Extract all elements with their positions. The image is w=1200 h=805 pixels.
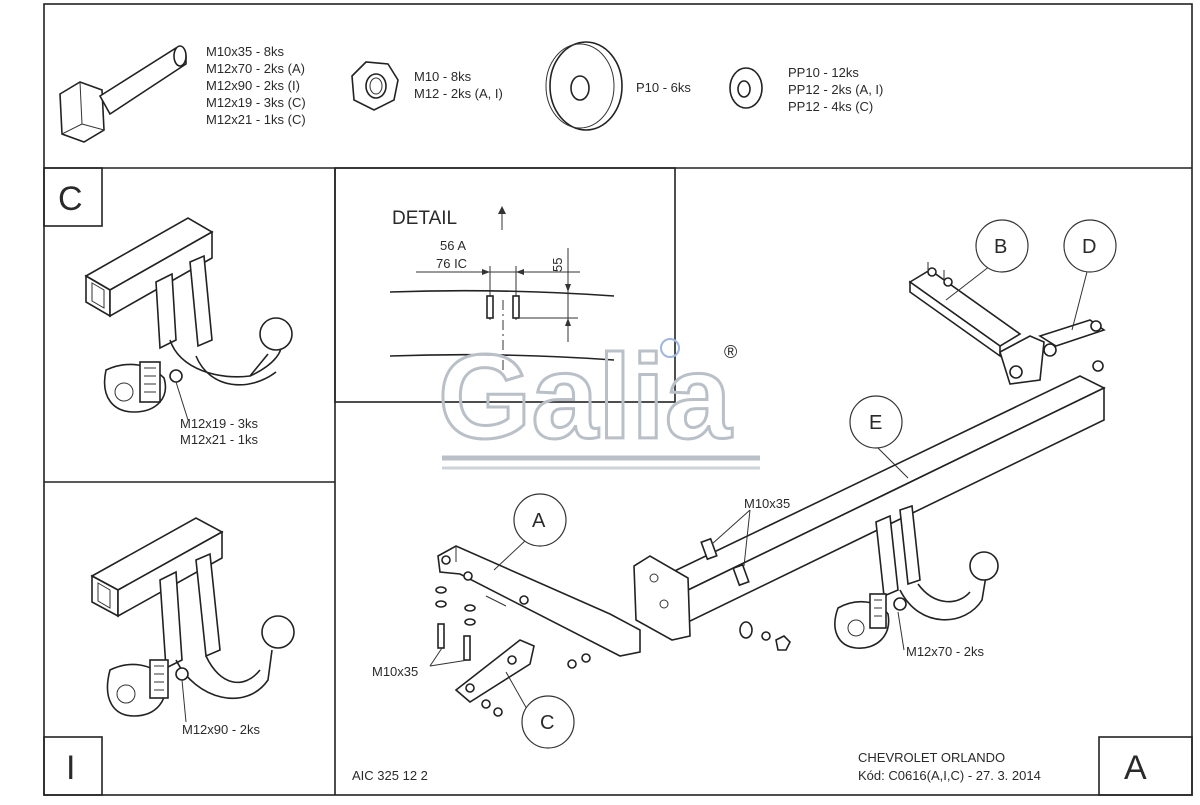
panel-c-letter-box: [43, 167, 103, 227]
nut-icon: [351, 61, 399, 111]
flat-washer-icon: [545, 41, 623, 131]
panel-c-bolt-line-2: M12x21 - 1ks: [180, 432, 259, 447]
detail-dimension-lines: [389, 248, 615, 380]
bolt-icon: [59, 45, 187, 143]
spring-washer-line-2: PP12 - 2ks (A, I): [788, 82, 883, 97]
bolt-label-top: M10x35: [744, 496, 790, 511]
bolt-line-5: M12x21 - 1ks (C): [206, 112, 306, 127]
logo-text: Galia: [438, 330, 733, 464]
logo-reg-mark: ®: [724, 342, 737, 362]
nut-line-2: M12 - 2ks (A, I): [414, 86, 503, 101]
panel-i-bolt-label: M12x90 - 2ks: [182, 722, 261, 737]
bolt-line-4: M12x19 - 3ks (C): [206, 95, 306, 110]
corner-letter: A: [1124, 749, 1147, 787]
bolt-line-2: M12x70 - 2ks (A): [206, 61, 305, 76]
main-assembly: [429, 262, 1106, 719]
panel-i-letter-box: [43, 736, 103, 796]
callout-c: [521, 695, 575, 749]
up-arrow-icon: [498, 206, 506, 230]
outer-frame: [43, 3, 1193, 796]
footer-model: CHEVROLET ORLANDO: [858, 750, 1005, 765]
panel-c-towbar-detachable: [84, 217, 293, 421]
footer-kod: Kód: C0616(A,I,C) - 27. 3. 2014: [858, 768, 1041, 783]
detail-dim-a: 56 A: [440, 238, 466, 253]
callout-a-label: A: [532, 510, 546, 532]
washer-label: P10 - 6ks: [636, 80, 691, 95]
detail-box: [334, 167, 676, 403]
callout-d-label: D: [1082, 236, 1096, 258]
callout-d: [1063, 219, 1117, 273]
footer-code: AIC 325 12 2: [352, 768, 428, 783]
callout-a: [513, 493, 567, 547]
bolt-label-right: M12x70 - 2ks: [906, 644, 985, 659]
detail-dim-height: 55: [550, 258, 565, 272]
spring-washer-line-3: PP12 - 4ks (C): [788, 99, 873, 114]
detail-title: DETAIL: [392, 208, 457, 229]
bolt-line-1: M10x35 - 8ks: [206, 44, 285, 59]
callout-e-label: E: [869, 412, 882, 434]
bolt-line-3: M12x90 - 2ks (I): [206, 78, 300, 93]
spring-washer-icon: [729, 67, 763, 109]
panel-i-letter: I: [66, 749, 75, 787]
spring-washer-line-1: PP10 - 12ks: [788, 65, 859, 80]
nut-line-1: M10 - 8ks: [414, 69, 472, 84]
bolt-label-left: M10x35: [372, 664, 418, 679]
callout-c-label: C: [540, 712, 554, 734]
callout-e: [849, 395, 903, 449]
detail-dim-ic: 76 IC: [436, 256, 467, 271]
galia-logo: Galia ®: [437, 329, 760, 470]
panel-c-bolt-line-1: M12x19 - 3ks: [180, 416, 259, 431]
callout-b: [975, 219, 1029, 273]
panel-c-letter: C: [58, 180, 83, 218]
callout-b-label: B: [994, 236, 1007, 258]
corner-letter-box: [1098, 736, 1193, 796]
panel-i-towbar-fixed: [90, 517, 295, 723]
